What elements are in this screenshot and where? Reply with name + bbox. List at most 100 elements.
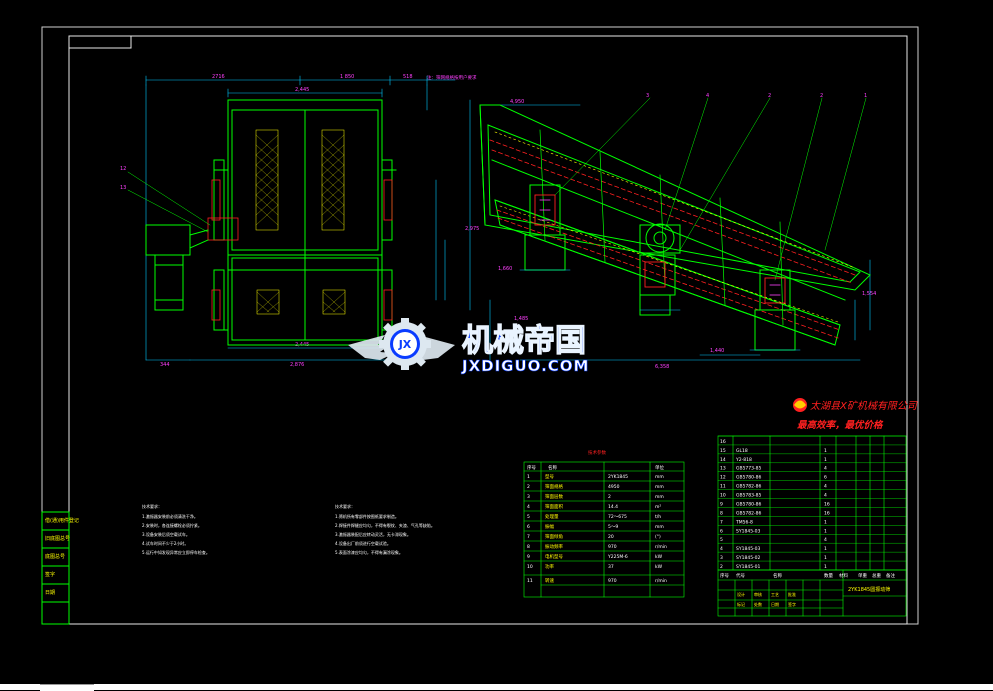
params-cell: 型号 — [545, 473, 554, 480]
params-cell: 处理量 — [545, 513, 559, 520]
tech-req-line: 4.试车时间不少于2小时。 — [142, 540, 188, 546]
bom-footer-header: 材料 — [839, 572, 848, 579]
params-cell: 筛面面积 — [545, 503, 563, 510]
params-cell: 10 — [527, 564, 533, 570]
params-cell: r/min — [655, 578, 667, 584]
bom-footer-header: 名称 — [773, 572, 782, 579]
params-cell: mm — [655, 525, 664, 530]
tech-req-line: 1.筛机所有零部件按图纸要求制造。 — [335, 513, 399, 519]
params-cell: 筛面倾角 — [545, 533, 563, 540]
params-cell: Y225M-6 — [607, 554, 628, 560]
left-sidebar-text: 日期 — [45, 590, 55, 596]
balloon-label: 2 — [768, 93, 771, 99]
params-cell: 6 — [527, 524, 530, 530]
bom-cell: Y2-818 — [735, 457, 752, 463]
params-cell: mm — [655, 485, 664, 490]
params-cell: (°) — [655, 534, 661, 540]
bom-cell: 16 — [720, 439, 726, 445]
params-cell: 2YK1845 — [608, 474, 628, 480]
params-cell: 1 — [527, 474, 530, 480]
params-cell: m² — [655, 505, 661, 510]
params-cell: 4 — [527, 504, 530, 510]
motor — [145, 224, 209, 311]
bom-cell: GB5780-86 — [736, 501, 762, 507]
bom-cell: GB5782-86 — [736, 484, 762, 490]
dim-text: 344 — [160, 362, 170, 368]
params-cell: 14.4 — [608, 504, 618, 510]
params-header: 名称 — [548, 464, 557, 471]
params-cell: 电机型号 — [545, 553, 563, 560]
bom-cell: GB5782-86 — [736, 510, 762, 516]
logo-letters: JX — [398, 338, 412, 351]
company-slogan: 最高效率，最优价格 — [797, 419, 884, 431]
bom-cell: GB5780-86 — [736, 475, 762, 481]
tech-req-title: 技术要求： — [335, 503, 355, 509]
company-name: 太湖县X矿机械有限公司 — [810, 400, 918, 412]
params-cell: 5～9 — [608, 524, 618, 530]
bom-footer-header: 代号 — [736, 572, 745, 579]
dim-text: 1,660 — [498, 266, 512, 272]
params-title: 技术参数 — [588, 449, 606, 456]
params-cell: 8 — [527, 544, 530, 550]
params-cell: 9 — [527, 554, 530, 560]
params-cell: 37 — [608, 564, 614, 570]
bom-cell: SY1845-03 — [736, 546, 761, 552]
bom-cell: 15 — [720, 448, 726, 454]
dim-text: 1,440 — [710, 348, 724, 354]
bottom-strip — [0, 684, 993, 690]
bom-cell: 1 — [824, 448, 827, 454]
balloon-label: 12 — [120, 166, 126, 172]
bom-cell: 4 — [824, 493, 827, 499]
params-cell: t/h — [655, 514, 661, 520]
tech-req-line: 5.表面涂漆应均匀，不得有漏涂现象。 — [335, 549, 403, 555]
params-cell: 转速 — [545, 577, 554, 584]
params-cell: 筛面层数 — [545, 493, 563, 500]
bom-cell: 8 — [720, 510, 723, 516]
bom-cell: 9 — [720, 501, 723, 507]
watermark-brand: 机械帝国 — [462, 323, 586, 359]
mesh-panels — [255, 129, 346, 315]
tech-req-line: 2.安装时，各连接螺栓必须拧紧。 — [142, 522, 202, 528]
params-cell: 振幅 — [545, 523, 554, 530]
params-cell: 970 — [608, 544, 617, 550]
top-left-tag-box — [68, 35, 132, 49]
dim-text: 2,876 — [290, 362, 304, 368]
params-cell: 2 — [527, 484, 530, 490]
dim-text: 6,358 — [655, 364, 669, 370]
params-cell: 7 — [527, 534, 530, 540]
bom-cell: 4 — [720, 546, 723, 552]
title-block-cell: 工艺 — [771, 592, 779, 597]
dim-text: 2,445 — [295, 87, 309, 93]
params-cell: 72～675 — [608, 514, 627, 520]
balloon-label: 3 — [646, 93, 649, 99]
params-cell: 振动频率 — [545, 543, 563, 550]
bom-cell: TM56-8 — [735, 519, 753, 525]
params-cell: 4950 — [608, 484, 620, 490]
params-cell: 3 — [527, 494, 530, 500]
company-badge — [793, 398, 807, 412]
bom-cell: GB5773-85 — [736, 466, 762, 472]
left-sidebar-text: 旧底图总号 — [45, 535, 70, 542]
bom-cell: 12 — [720, 475, 726, 481]
title-block-cell: 处数 — [754, 601, 762, 607]
bom-cell: 1 — [824, 555, 827, 561]
elevation-view: 4,950 6,358 1,440 2,975 1,660 1,485 1,55… — [435, 93, 876, 370]
params-cell: 筛面规格 — [545, 483, 563, 490]
layout-tab[interactable] — [40, 684, 94, 691]
watermark-logo: JX — [348, 318, 455, 370]
bom-cell: 16 — [824, 501, 830, 507]
top-right-note: 注：筛网规格按用户要求 — [427, 74, 477, 81]
bom-cell: SY1845-03 — [736, 528, 761, 534]
params-cell: 11 — [527, 578, 533, 584]
params-cell: 2 — [608, 494, 611, 500]
dim-text: 1,485 — [514, 316, 528, 322]
bom-cell: 10 — [720, 493, 726, 499]
bom-cell: 1 — [824, 457, 827, 463]
bom-cell: 6 — [720, 528, 723, 534]
tech-req-line: 3.设备安装后须空载试车。 — [142, 531, 190, 537]
title-block-cell: 设计 — [737, 591, 745, 597]
bom-cell: GL18 — [736, 448, 748, 454]
bom-footer-header: 序号 — [720, 572, 729, 579]
bom-cell: 1 — [824, 546, 827, 552]
